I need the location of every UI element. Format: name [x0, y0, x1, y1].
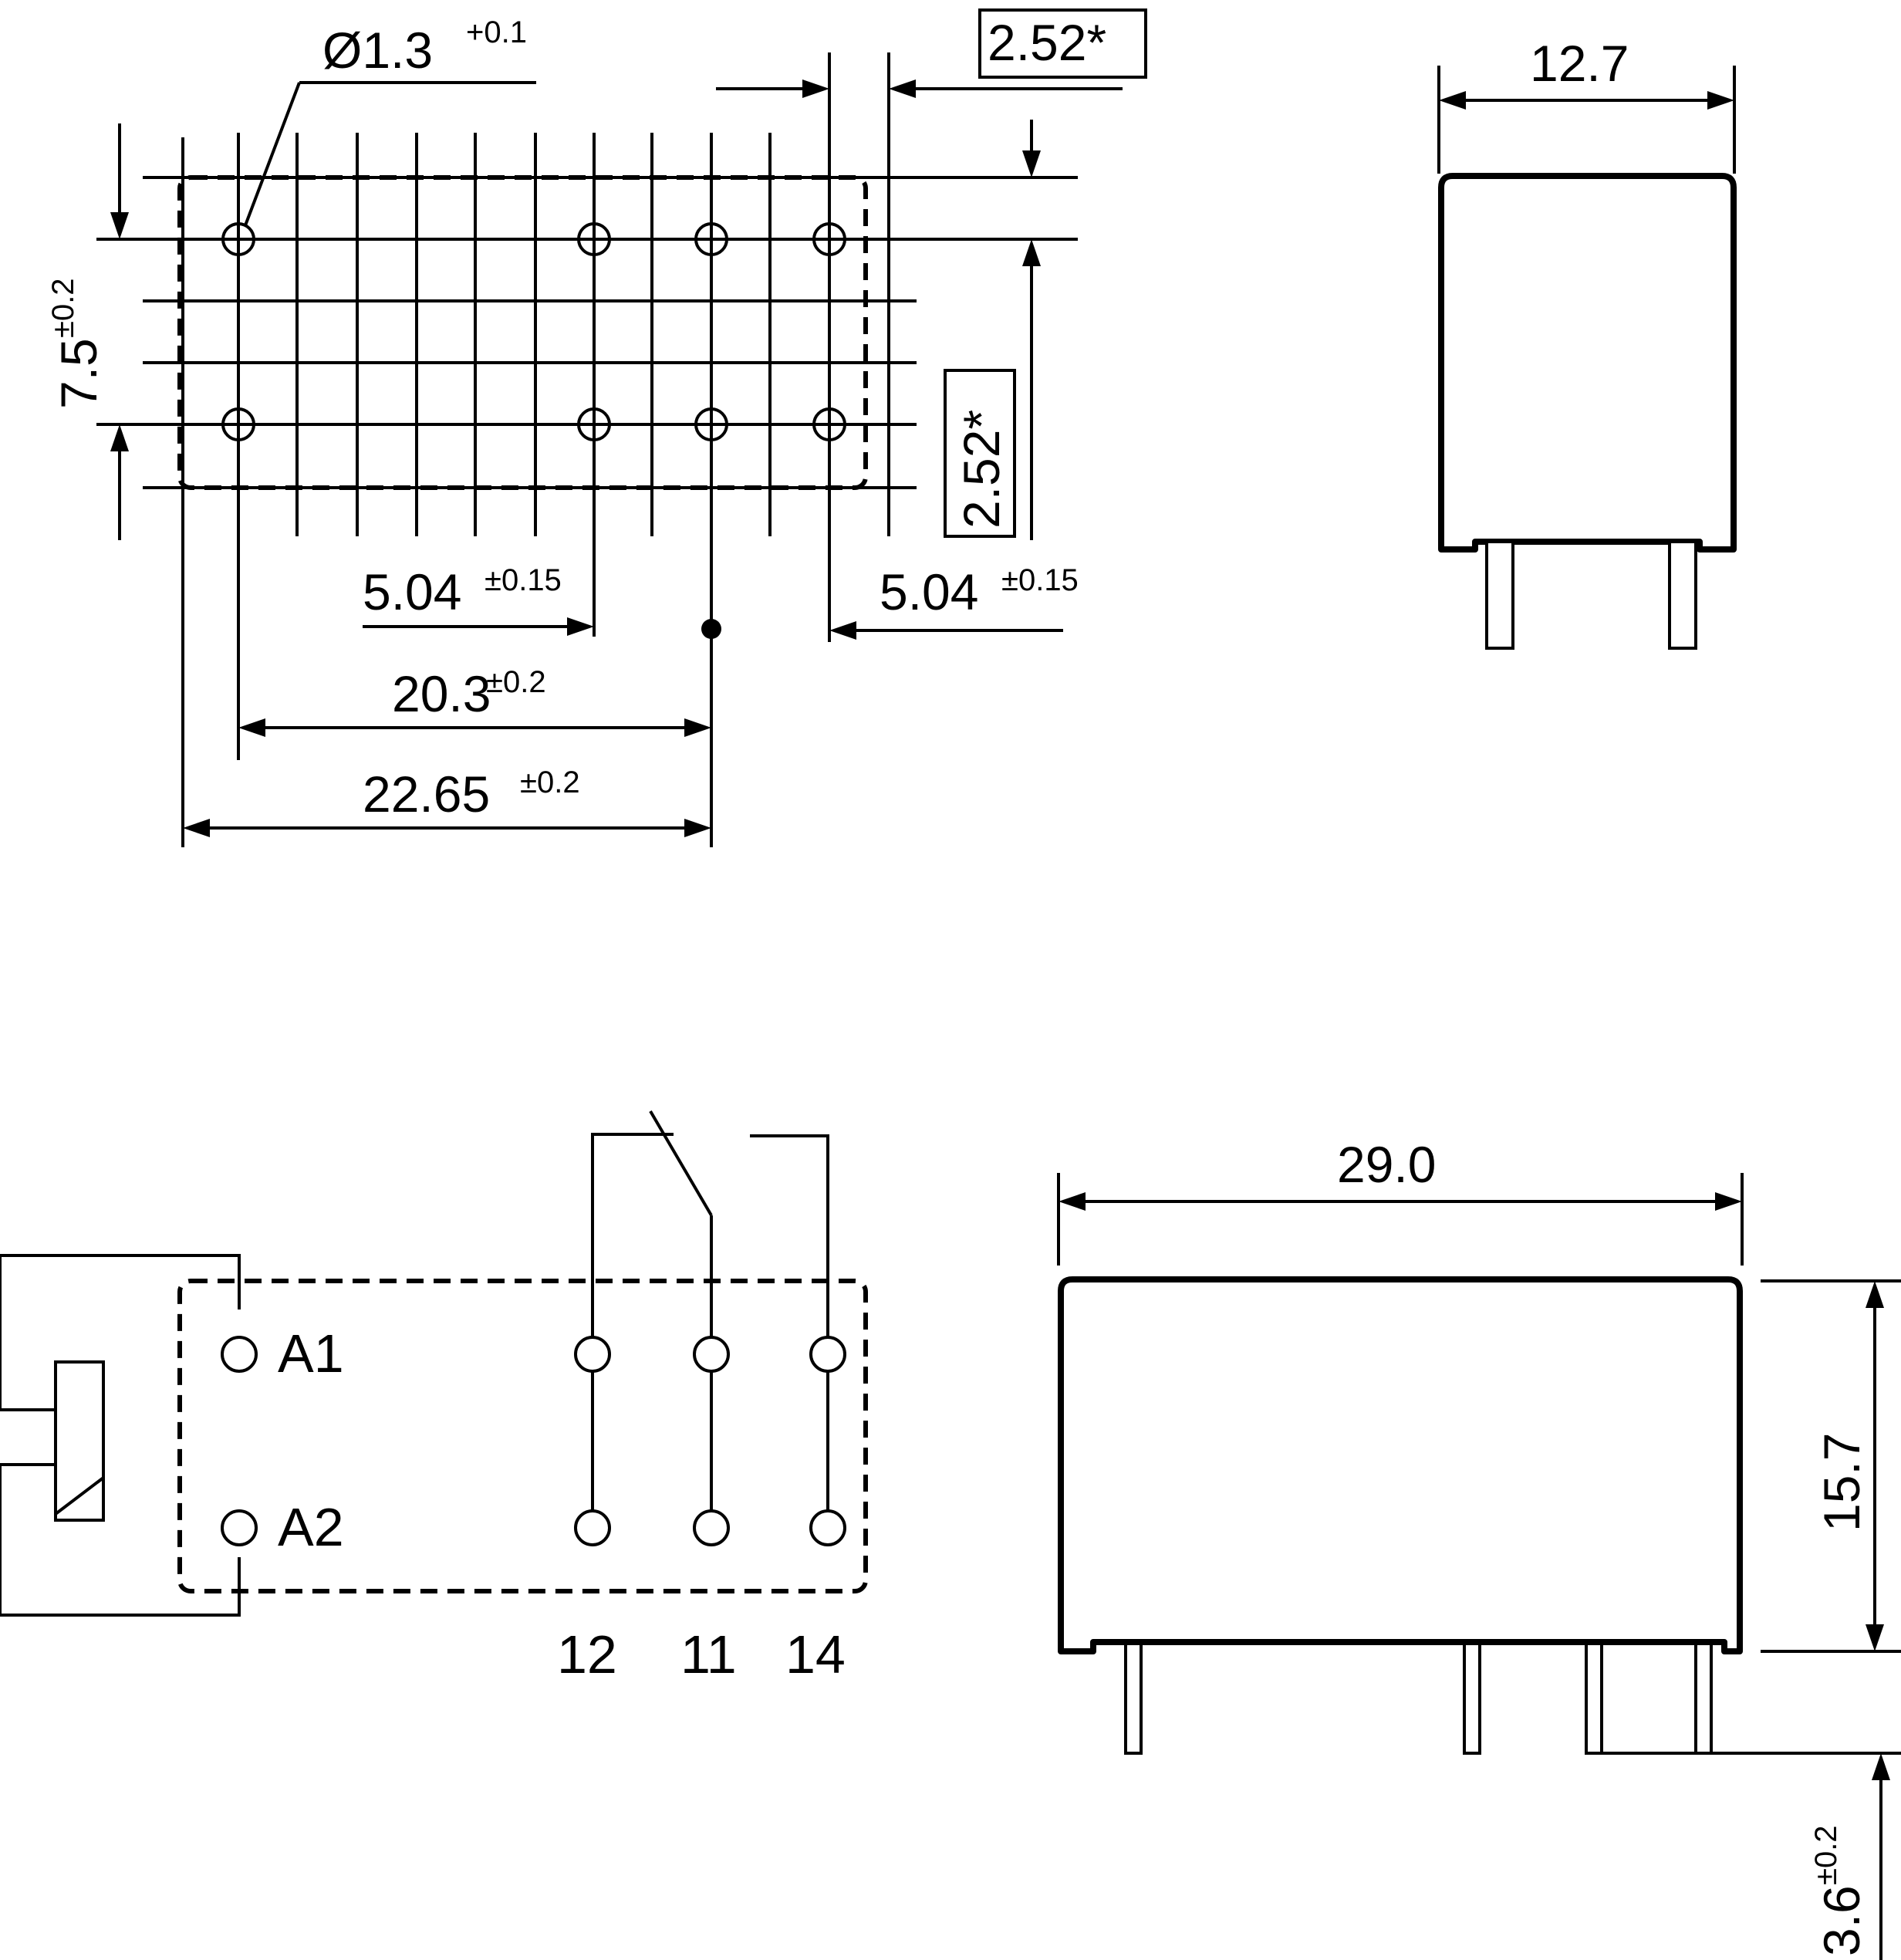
hole — [694, 222, 728, 256]
span-outer-tolerance: ±0.2 — [520, 765, 580, 799]
hole — [812, 407, 846, 441]
width-value: 12.7 — [1530, 35, 1629, 92]
span-outer-value: 22.65 — [363, 765, 490, 823]
relay-body-side — [1058, 1276, 1743, 1654]
pin — [1585, 1642, 1603, 1755]
row-spacing-dimension: 7.5 ±0.2 — [46, 123, 129, 540]
terminal-12-bottom — [574, 1509, 611, 1546]
span-inner-value: 20.3 — [392, 665, 491, 722]
span-outer-dimension: 22.65 ±0.2 — [183, 765, 711, 837]
terminal-11-top — [693, 1336, 730, 1373]
pin — [1124, 1642, 1143, 1755]
grid-v-dimension: 2.52* — [944, 120, 1041, 540]
relay-end-view: 12.7 — [1437, 35, 1737, 650]
label-11: 11 — [680, 1624, 737, 1685]
pitch-left-value: 5.04 — [363, 563, 461, 620]
label-a2: A2 — [278, 1497, 344, 1557]
pcb-layout-view: Ø1.3 +0.1 2.52* 2.52* — [46, 8, 1147, 847]
footprint-outline — [177, 175, 868, 490]
pin — [1463, 1642, 1481, 1755]
label-12: 12 — [557, 1624, 617, 1685]
relay-body-end — [1438, 173, 1737, 553]
terminal-a2 — [221, 1509, 258, 1546]
hole-diameter-tolerance: +0.1 — [466, 15, 527, 49]
label-14: 14 — [785, 1624, 846, 1685]
span-inner-tolerance: ±0.2 — [486, 665, 546, 699]
coil-symbol — [54, 1360, 105, 1522]
relay-enclosure — [177, 1279, 868, 1593]
pin-holes — [221, 222, 846, 441]
row-spacing-value: 7.5 — [50, 338, 107, 409]
pin-length-value: 3.6 — [1813, 1885, 1870, 1956]
terminal-14-bottom — [809, 1509, 846, 1546]
pin-length-tolerance: ±0.2 — [1809, 1825, 1843, 1885]
pitch-right-tolerance: ±0.15 — [1001, 563, 1079, 597]
hole — [694, 407, 728, 441]
label-a1: A1 — [278, 1323, 344, 1384]
hole-diameter-value: Ø1.3 — [322, 22, 433, 79]
pitch-right-dimension: 5.04 ±0.15 — [829, 563, 1079, 640]
hole — [812, 222, 846, 256]
hole — [577, 407, 611, 441]
row-spacing-tolerance: ±0.2 — [46, 278, 80, 338]
terminal-12-top — [574, 1336, 611, 1373]
grid-v-value: 2.52* — [953, 410, 1010, 529]
relay-side-view: 29.0 15.7 3.6 ±0.2 — [1057, 1136, 1901, 1960]
pin — [1668, 540, 1697, 650]
height-value: 15.7 — [1813, 1433, 1870, 1532]
hole-diameter-dimension: Ø1.3 +0.1 — [244, 15, 536, 226]
grid-h-value: 2.52* — [988, 14, 1106, 71]
grid-h-dimension: 2.52* — [716, 8, 1147, 98]
hole — [221, 222, 255, 256]
pin — [1694, 1642, 1713, 1755]
terminal-a1 — [221, 1336, 258, 1373]
pitch-left-tolerance: ±0.15 — [485, 563, 562, 597]
hole — [221, 407, 255, 441]
wiring-schematic: A1 A2 12 11 14 — [0, 1110, 868, 1685]
terminal-14-top — [809, 1336, 846, 1373]
hole — [577, 222, 611, 256]
pitch-left-dimension: 5.04 ±0.15 — [363, 563, 594, 636]
span-inner-dimension: 20.3 ±0.2 — [238, 629, 713, 847]
pitch-right-value: 5.04 — [880, 563, 978, 620]
pin — [1485, 540, 1514, 650]
length-value: 29.0 — [1337, 1136, 1436, 1193]
terminal-11-bottom — [693, 1509, 730, 1546]
